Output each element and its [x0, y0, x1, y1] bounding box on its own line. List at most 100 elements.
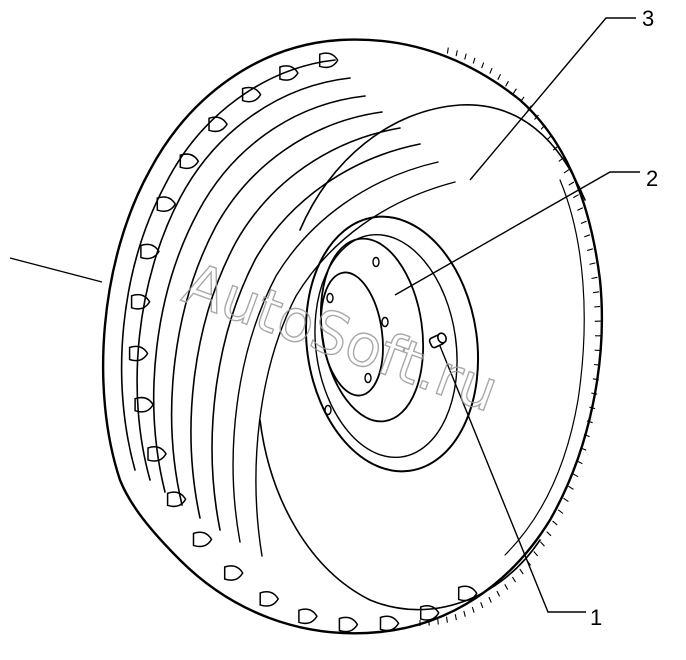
- serration-tick: [489, 67, 493, 74]
- serration-tick: [437, 618, 439, 625]
- serration-tick: [568, 181, 575, 186]
- tread-lug: [134, 396, 154, 413]
- tread-lug: [156, 196, 177, 212]
- serration-tick: [576, 460, 583, 465]
- tread-lug: [128, 345, 149, 362]
- serration-tick: [584, 234, 591, 238]
- serration-tick: [546, 531, 552, 537]
- tire-outer-outline: [101, 38, 603, 635]
- tire-shoulder-lugs: [128, 52, 478, 633]
- bolt-hole: [326, 292, 334, 304]
- tread-lug: [318, 52, 339, 69]
- tread-lug: [457, 585, 478, 602]
- tire-sidewall-serration: [419, 47, 601, 626]
- bolt-hole: [372, 256, 380, 268]
- serration-tick: [504, 584, 509, 590]
- tire-sidewall-edge: [299, 104, 586, 231]
- serration-tick: [583, 433, 590, 438]
- serration-tick: [594, 305, 601, 308]
- serration-tick: [586, 248, 594, 252]
- serration-tick: [580, 447, 587, 451]
- leader-2: [394, 171, 640, 296]
- serration-tick: [445, 616, 448, 623]
- tread-rib-7: [232, 161, 439, 543]
- tread-rib-3: [152, 95, 366, 493]
- serration-tick: [463, 610, 466, 617]
- rim-outer-flange: [304, 215, 480, 473]
- serration-tick: [558, 157, 564, 162]
- serration-tick: [592, 378, 599, 381]
- bolt-hole: [381, 316, 389, 328]
- serration-tick: [533, 551, 539, 557]
- tread-lug: [147, 446, 167, 462]
- serration-tick: [594, 363, 601, 366]
- serration-tick: [534, 114, 539, 120]
- serration-tick: [540, 124, 546, 130]
- serration-tick: [480, 602, 484, 609]
- callout-1: 1: [590, 605, 602, 630]
- tread-lug: [179, 153, 200, 170]
- serration-tick: [563, 169, 570, 174]
- serration-tick: [552, 145, 559, 151]
- serration-tick: [520, 96, 525, 103]
- serration-tick: [591, 392, 598, 395]
- serration-tick: [488, 596, 492, 603]
- serration-tick: [563, 497, 569, 503]
- serration-tick: [577, 207, 584, 211]
- tire-valve: [428, 332, 447, 349]
- tire-sidewall-edge-lower: [259, 419, 541, 611]
- serration-tick: [496, 590, 501, 597]
- tread-lug: [379, 615, 400, 632]
- serration-tick: [593, 291, 600, 294]
- serration-tick: [464, 53, 467, 60]
- tread-lug: [298, 608, 318, 625]
- serration-tick: [519, 568, 524, 575]
- tire-tread: [120, 59, 456, 557]
- serration-tick: [580, 220, 587, 225]
- wheel-rim-disc: [304, 215, 480, 473]
- tread-lug: [166, 491, 187, 508]
- tread-rib-2: [136, 77, 351, 481]
- serration-tick: [481, 62, 485, 69]
- tread-rib-6: [211, 143, 421, 531]
- tread-rib-5: [190, 127, 401, 519]
- tread-lug: [223, 565, 244, 581]
- tread-lug: [208, 116, 228, 133]
- tire-sidewall-ring: [504, 179, 585, 556]
- serration-tick: [512, 88, 517, 95]
- callout-leaders: [9, 17, 640, 613]
- serration-tick: [454, 614, 457, 621]
- tread-lug: [259, 591, 280, 607]
- serration-tick: [446, 47, 449, 54]
- tread-lug: [241, 86, 262, 103]
- serration-tick: [589, 262, 596, 265]
- watermark: AutoSoft.ru: [175, 249, 507, 425]
- leader-1: [439, 345, 586, 613]
- callout-3: 3: [642, 6, 654, 31]
- serration-tick: [511, 576, 517, 583]
- axis-line: [9, 257, 103, 283]
- bolt-hole: [324, 404, 332, 416]
- tread-lug: [338, 616, 359, 633]
- tread-lug: [140, 243, 160, 260]
- serration-tick: [572, 473, 579, 478]
- tread-rib-4: [170, 111, 383, 506]
- serration-tick: [586, 420, 593, 424]
- tread-lug: [419, 605, 440, 621]
- rim-inner-flange: [314, 233, 458, 459]
- serration-tick: [455, 50, 458, 57]
- serration-tick: [472, 57, 476, 64]
- serration-tick: [471, 606, 475, 613]
- tread-lug: [130, 293, 151, 310]
- serration-tick: [505, 80, 509, 87]
- tire: [101, 38, 603, 635]
- callout-2: 2: [646, 166, 658, 191]
- serration-tick: [591, 276, 598, 280]
- tread-rib-1: [120, 59, 336, 471]
- serration-tick: [497, 74, 501, 80]
- serration-tick: [539, 541, 545, 547]
- bolt-hole: [364, 372, 372, 384]
- serration-tick: [557, 509, 564, 514]
- serration-tick: [589, 406, 596, 410]
